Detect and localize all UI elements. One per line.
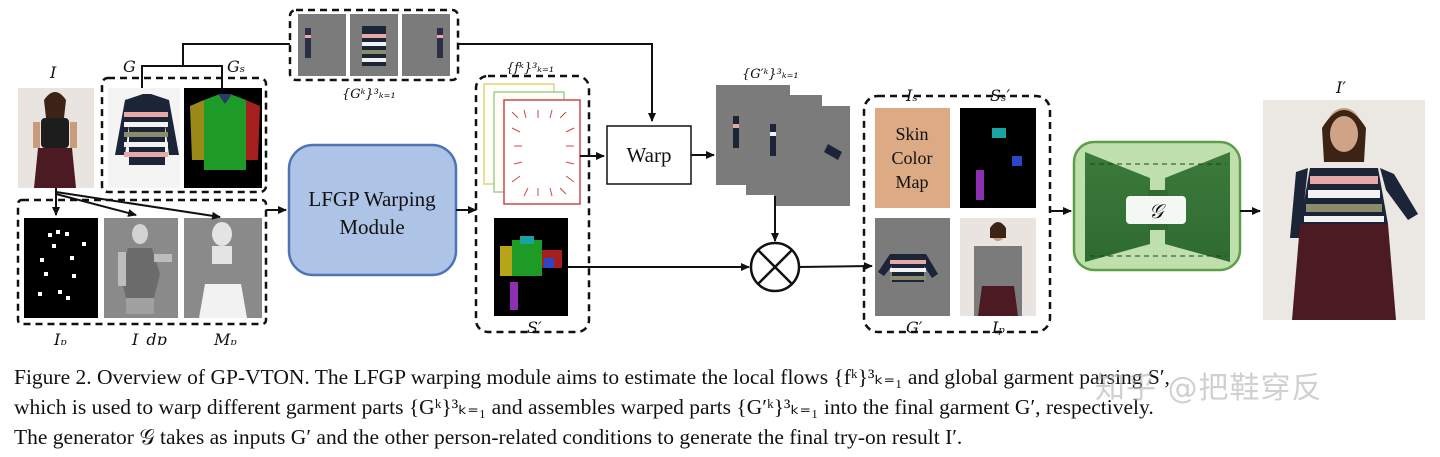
global-parsing-image — [494, 218, 568, 316]
label-skin-input: Iₛ — [905, 86, 918, 105]
skin-label-line1: Skin — [895, 124, 928, 144]
garment-image — [108, 88, 180, 188]
garment-parsing-image — [184, 88, 262, 188]
generator-symbol: 𝒢 — [1149, 199, 1167, 223]
lfgp-warping-module: LFGP Warping Module — [287, 143, 458, 277]
output-tryon-image — [1263, 100, 1425, 320]
label-global-parsing: S′ — [527, 318, 542, 337]
generator-module: 𝒢 — [1072, 140, 1242, 272]
garment-parts-group: {Gᵏ}³ₖ₌₁ — [288, 8, 460, 102]
figure-caption: Figure 2. Overview of GP-VTON. The LFGP … — [14, 362, 1429, 452]
caption-line-3: The generator 𝒢 takes as inputs G′ and t… — [14, 425, 963, 449]
label-warped-parts: {G′ᵏ}³ₖ₌₁ — [742, 67, 799, 82]
caption-line-1: Figure 2. Overview of GP-VTON. The LFGP … — [14, 365, 1170, 389]
garment-group: G Gₛ — [100, 57, 268, 194]
warp-label: Warp — [627, 143, 672, 167]
skin-label-line3: Map — [896, 172, 929, 192]
label-input-person: I — [49, 63, 57, 82]
label-garment: G — [123, 57, 136, 76]
skin-color-map: Skin Color Map — [875, 108, 950, 208]
lfgp-label-line2: Module — [339, 215, 404, 239]
label-pose-keypoints: Iₚ — [53, 330, 67, 345]
input-person-image — [18, 88, 94, 188]
label-output: I′ — [1335, 78, 1346, 97]
warped-garment-image — [875, 218, 950, 316]
label-mask: Mₚ — [213, 330, 237, 345]
combine-operator — [749, 241, 801, 293]
label-garment-parsing: Gₛ — [227, 57, 245, 76]
preserved-person-image — [960, 218, 1036, 316]
skin-label-line2: Color — [891, 148, 932, 168]
label-skin-parsing: Sₛ′ — [990, 86, 1010, 105]
densepose-image — [104, 218, 178, 318]
gp-vton-pipeline-diagram: I G Gₛ — [16, 8, 1425, 345]
warped-parts-stack — [716, 85, 850, 206]
label-local-flows: {fᵏ}³ₖ₌₁ — [506, 61, 554, 76]
label-warped-garment: G′ — [906, 318, 923, 337]
flows-parsing-group: {fᵏ}³ₖ₌₁ — [474, 61, 591, 334]
generator-inputs-group: Iₛ Sₛ′ Skin Color Map — [862, 86, 1052, 334]
pose-keypoints-image — [24, 218, 98, 318]
warp-operation-box: Warp — [606, 125, 692, 185]
label-preserved-person: Iₚ — [991, 318, 1005, 337]
person-conditions-group — [16, 198, 268, 326]
watermark: 知乎 @把鞋穿反 — [1095, 371, 1323, 406]
lfgp-label-line1: LFGP Warping — [308, 187, 436, 211]
skin-parsing-image — [960, 108, 1036, 208]
label-garment-parts: {Gᵏ}³ₖ₌₁ — [342, 87, 396, 102]
caption-line-2: which is used to warp different garment … — [14, 395, 1154, 419]
mask-image — [184, 218, 262, 318]
label-densepose: I_dp — [131, 330, 167, 345]
